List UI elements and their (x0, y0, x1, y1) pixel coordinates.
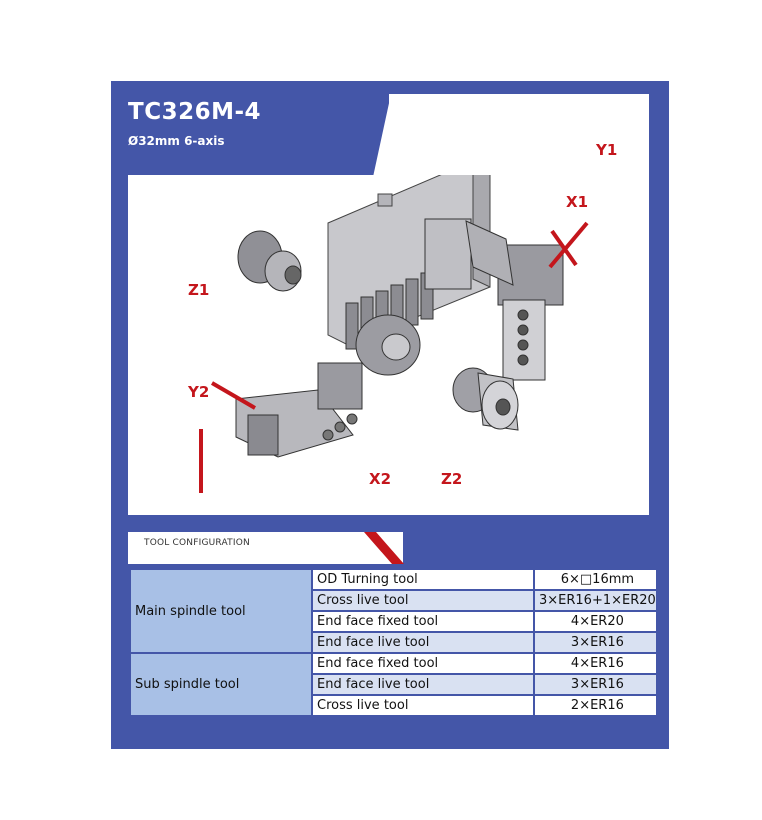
motor-unit (424, 218, 564, 381)
tool-name: End face fixed tool (311, 610, 535, 633)
machine-drawing (199, 160, 589, 554)
tool-name: End face live tool (311, 631, 535, 654)
model-title: TC326M-4 (128, 99, 262, 125)
tool-value: 4×ER20 (533, 610, 658, 633)
axis-label-x1: X1 (566, 193, 589, 211)
spec-panel: TC326M-4 Ø32mm 6-axis (111, 81, 669, 749)
y1-arrow (548, 221, 589, 269)
axis-label-y1: Y1 (596, 141, 618, 159)
model-spec: Ø32mm 6-axis (128, 134, 225, 148)
machine-illustration (128, 160, 649, 554)
tool-config-table: Main spindle tool OD Turning tool 6×□16m… (129, 568, 658, 717)
config-title: TOOL CONFIGURATION (144, 538, 250, 548)
tool-value: 3×ER16 (533, 631, 658, 654)
axis-label-x2: X2 (369, 470, 392, 488)
tool-name: OD Turning tool (311, 568, 535, 591)
tool-name: End face live tool (311, 673, 535, 696)
tool-value: 4×ER16 (533, 652, 658, 675)
x1-arrow (550, 229, 578, 267)
table-row: End face fixed tool 4×ER20 (130, 610, 658, 633)
table-row: Sub spindle tool End face fixed tool 4×E… (129, 652, 658, 717)
sub-tool-block (235, 362, 363, 458)
tool-value: 6×□16mm (533, 568, 658, 591)
table-row: Cross live tool 2×ER16 (130, 694, 658, 717)
main-spindle (237, 230, 302, 292)
axis-arrows (199, 221, 589, 554)
table-row: Main spindle tool OD Turning tool 6×□16m… (129, 568, 658, 654)
tool-name: Cross live tool (311, 589, 535, 612)
table-row: End face live tool 3×ER16 (130, 673, 658, 696)
tool-value: 2×ER16 (533, 694, 658, 717)
tool-value: 3×ER16 (533, 673, 658, 696)
table-row: End face live tool 3×ER16 (130, 631, 658, 654)
tool-value: 3×ER16+1×ER20 (533, 589, 658, 612)
axis-label-y2: Y2 (188, 383, 210, 401)
z1-arrow (210, 381, 257, 410)
disc-turret (355, 314, 421, 376)
sub-spindle (452, 367, 519, 431)
tool-name: End face fixed tool (311, 652, 535, 675)
table-row: Cross live tool 3×ER16+1×ER20 (130, 589, 658, 612)
header-tab (389, 94, 649, 177)
axis-label-z1: Z1 (188, 281, 210, 299)
group-main: Main spindle tool (129, 568, 313, 654)
tool-name: Cross live tool (311, 694, 535, 717)
group-sub: Sub spindle tool (129, 652, 313, 717)
axis-label-z2: Z2 (441, 470, 463, 488)
config-header: TOOL CONFIGURATION (128, 532, 403, 564)
